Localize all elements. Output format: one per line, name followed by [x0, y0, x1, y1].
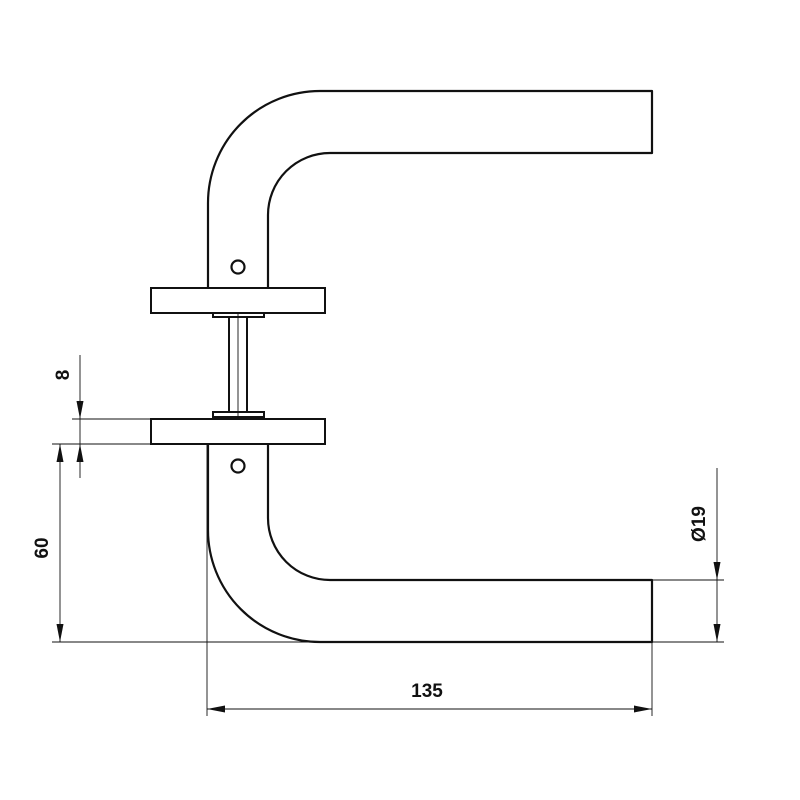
- arrow-head: [76, 401, 84, 419]
- arrow-head: [207, 705, 225, 713]
- lever-length-dimension: 135: [206, 444, 653, 716]
- lever-length-label: 135: [411, 681, 443, 702]
- lever-height-label: 60: [32, 537, 53, 558]
- lever-diameter-dimension: Ø19: [652, 468, 724, 643]
- arrow-head: [713, 562, 721, 580]
- top-fixing-screw-hole: [230, 259, 246, 275]
- lever-height-dimension: 60: [32, 444, 330, 643]
- lever-diameter-label: Ø19: [689, 506, 710, 542]
- arrow-head: [634, 705, 652, 713]
- rose-thickness-dimension: 8: [52, 355, 151, 478]
- arrow-head: [713, 624, 721, 642]
- bottom-lever-handle: [206, 444, 654, 644]
- spindle-bottom-cap: [212, 411, 265, 418]
- bottom-fixing-screw-hole: [230, 458, 246, 474]
- bottom-rose: [150, 418, 326, 445]
- top-rose: [150, 287, 326, 314]
- arrow-head: [56, 624, 64, 642]
- arrow-head: [76, 444, 84, 462]
- top-lever-handle: [206, 89, 654, 288]
- rose-thickness-label: 8: [53, 370, 74, 381]
- arrow-head: [56, 444, 64, 462]
